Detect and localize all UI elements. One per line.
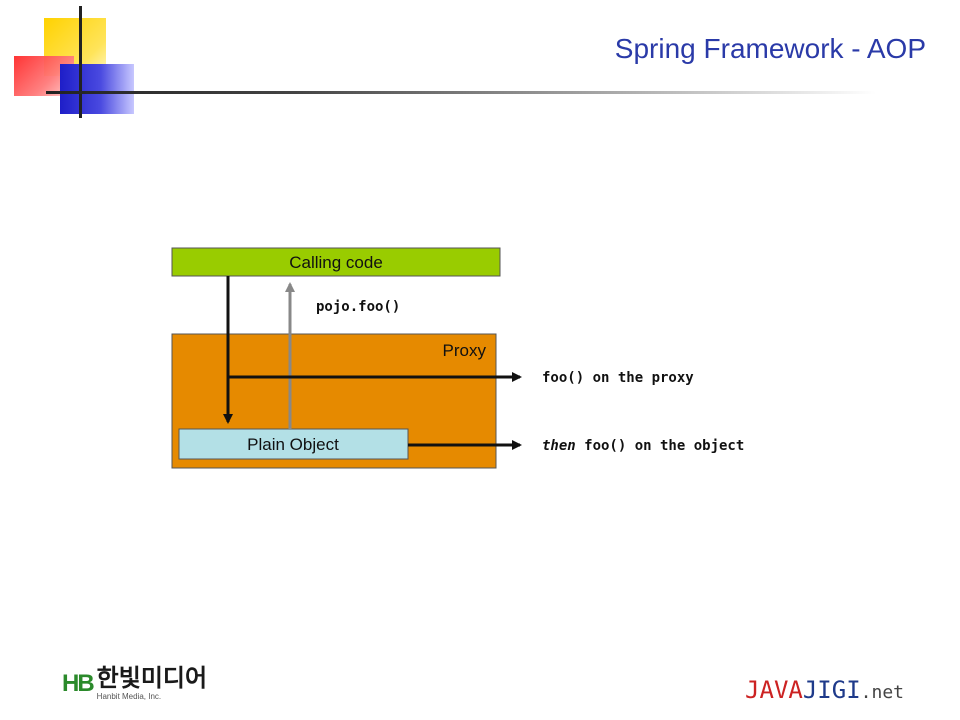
javajigi-logo: JAVAJIGI.net: [745, 676, 904, 704]
javajigi-logo-jigi: JIGI: [802, 676, 861, 704]
plain-object-label: Plain Object: [247, 435, 339, 454]
javajigi-logo-net: .net: [860, 682, 904, 703]
hanbit-logo-korean: 한빛미디어: [96, 665, 208, 692]
proxy-label: Proxy: [443, 341, 487, 360]
decor-horizontal-line: [46, 91, 876, 94]
call-label: pojo.foo(): [316, 299, 400, 315]
calling-code-box: [171, 247, 501, 277]
aop-proxy-diagram: Calling code Proxy Plain Object pojo.foo…: [171, 247, 744, 469]
object-call-label: then foo() on the object: [542, 438, 744, 454]
object-call-text: foo() on the object: [576, 438, 745, 454]
hanbit-logo-mark: HB: [62, 670, 95, 697]
hanbit-media-logo: HB 한빛미디어 Hanbit Media, Inc.: [62, 667, 207, 701]
hanbit-logo-english: Hanbit Media, Inc.: [96, 692, 162, 701]
decor-vertical-line: [79, 6, 82, 118]
proxy-call-label: foo() on the proxy: [542, 370, 694, 386]
object-call-prefix: then: [542, 438, 576, 454]
slide-title: Spring Framework - AOP: [614, 33, 926, 64]
calling-code-label: Calling code: [289, 253, 383, 272]
hanbit-logo-text: 한빛미디어 Hanbit Media, Inc.: [97, 667, 207, 701]
decor-blue-square: [60, 64, 134, 114]
javajigi-logo-java: JAVA: [745, 676, 803, 704]
